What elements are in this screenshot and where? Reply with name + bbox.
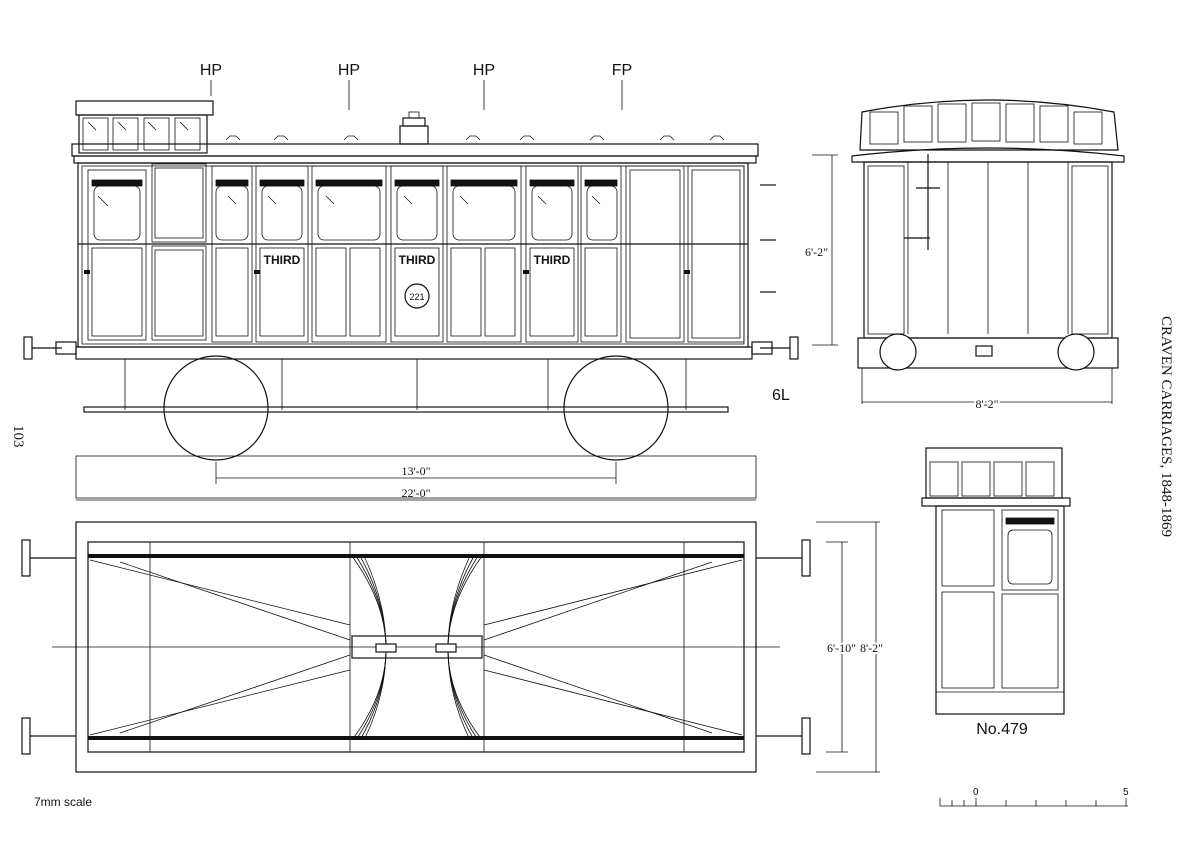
end-height-dim: 6'-2" (805, 245, 828, 259)
no479-view: No.479 (921, 447, 1071, 738)
compartment-label-4: FP (612, 62, 632, 79)
end-elevation: 8'-2" 6'-2" (805, 99, 1125, 413)
door-class-label-1: THIRD (264, 253, 301, 267)
sheet-title: CRAVEN CARRIAGES, 1848-1869 (1158, 316, 1174, 537)
number-plate: 221 (409, 292, 424, 302)
scale-note: 7mm scale (34, 795, 92, 809)
wheel-2 (563, 355, 669, 461)
wheel-1 (163, 355, 269, 461)
length-dim: 22'-0" (401, 486, 430, 500)
compartment-label-3: HP (473, 62, 495, 79)
plan-view: 6'-10" 8'-2" (21, 521, 885, 773)
scale-end: 5 (1123, 787, 1129, 798)
scale-start: 0 (973, 787, 979, 798)
compartment-label-2: HP (338, 62, 360, 79)
compartment-label-1: HP (200, 62, 222, 79)
drawing-code: 6L (772, 387, 790, 404)
door-class-label-3: THIRD (534, 253, 571, 267)
carriage-number: No.479 (976, 721, 1028, 738)
wheelbase-dim: 13'-0" (401, 464, 430, 478)
page-number: 103 (10, 425, 26, 448)
plan-inner-dim: 6'-10" (827, 641, 856, 655)
scale-bar: 0 5 (939, 787, 1129, 807)
end-width-dim: 8'-2" (975, 397, 998, 411)
door-class-label-2: THIRD (399, 253, 436, 267)
plan-outer-dim: 8'-2" (860, 641, 883, 655)
side-elevation: HP HP HP FP (23, 62, 799, 501)
